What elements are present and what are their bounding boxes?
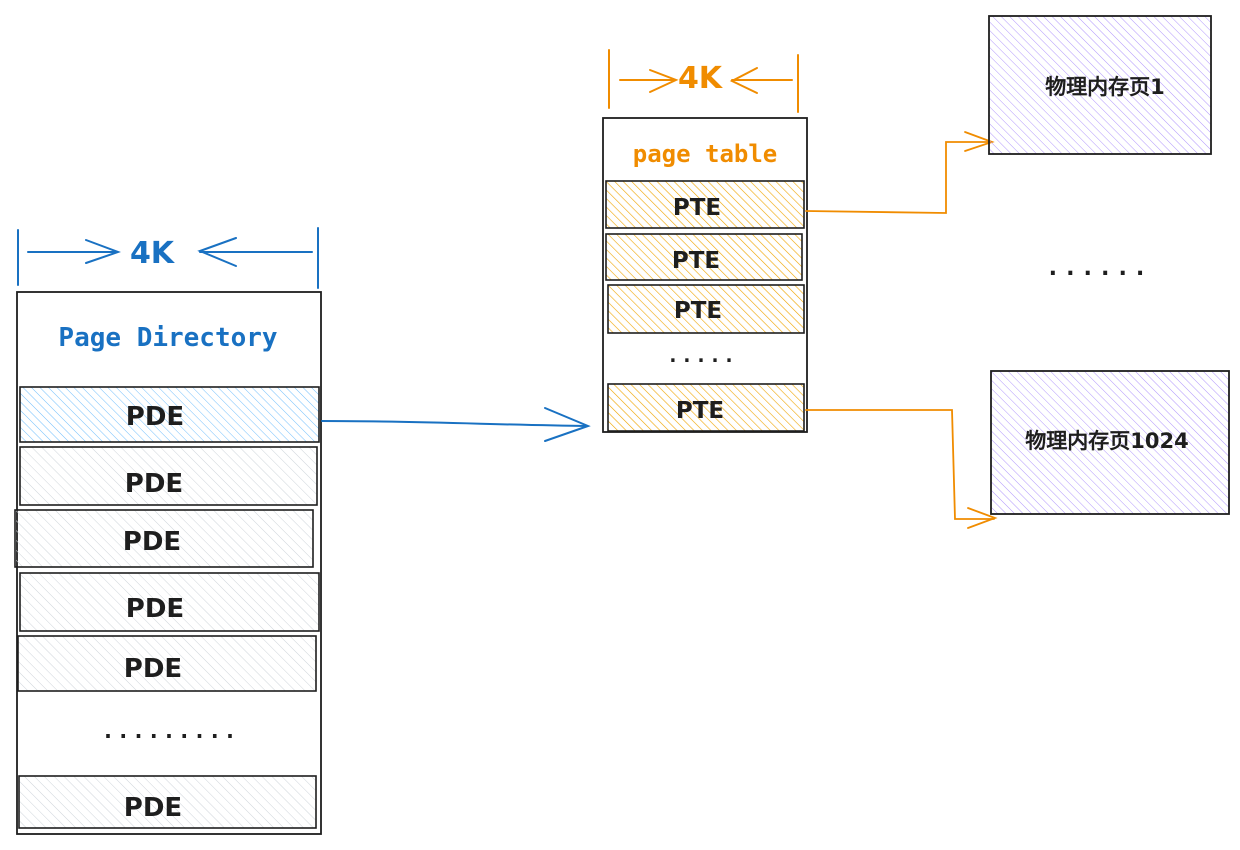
pde-label: PDE <box>126 594 184 624</box>
pd-width-indicator <box>17 227 319 289</box>
pde-entry: PDE <box>14 509 314 568</box>
pde-label: PDE <box>124 793 182 823</box>
pde-row <box>17 635 317 692</box>
pte-row <box>607 284 805 334</box>
pte-entry: PTE <box>607 284 805 334</box>
pde-label: PDE <box>126 402 184 432</box>
physical-page-1024: 物理内存页1024 <box>990 370 1230 515</box>
pte-row <box>605 233 803 281</box>
pte-label: PTE <box>674 298 722 324</box>
pte-label: PTE <box>672 248 720 274</box>
pde-row <box>14 509 314 568</box>
physical-page-box <box>988 15 1212 155</box>
pd-width-label: 4K <box>130 236 176 271</box>
physical-page-label: 物理内存页1024 <box>1025 429 1188 453</box>
pde-entry: PDE <box>19 446 318 506</box>
pte-to-page1024-arrow <box>805 409 998 529</box>
physical-page-box <box>990 370 1230 515</box>
pde-label: PDE <box>124 654 182 684</box>
physical-page-label: 物理内存页1 <box>1045 75 1165 99</box>
pde-entry: PDE <box>19 572 320 632</box>
page-table: 4K page table PTE PTE PTE ..... PTE <box>602 49 808 433</box>
pte-to-page1-arrow <box>805 131 995 214</box>
physical-page-1: 物理内存页1 <box>988 15 1212 155</box>
physical-pages-ellipsis: ...... <box>1046 253 1151 281</box>
pde-row <box>19 572 320 632</box>
pde-row-active <box>19 386 320 443</box>
pte-label: PTE <box>673 195 721 221</box>
pde-entry: PDE <box>19 386 320 443</box>
pde-to-page-table-arrow <box>321 407 591 442</box>
pte-entry: PTE <box>607 383 805 432</box>
pt-ellipsis: ..... <box>667 343 737 367</box>
pd-ellipsis: ......... <box>101 719 238 744</box>
pte-label: PTE <box>676 398 724 424</box>
pde-entry: PDE <box>17 635 317 692</box>
pt-width-indicator <box>608 49 799 113</box>
pd-title: Page Directory <box>58 323 277 353</box>
pt-title: page table <box>633 140 778 168</box>
pde-row <box>19 446 318 506</box>
page-directory: 4K Page Directory PDE PDE PDE PDE PDE ..… <box>14 227 322 835</box>
pde-entry: PDE <box>18 775 317 829</box>
pde-label: PDE <box>125 469 183 499</box>
pte-entry: PTE <box>605 180 805 229</box>
pde-label: PDE <box>123 527 181 557</box>
pde-row <box>18 775 317 829</box>
pt-width-label: 4K <box>678 61 724 96</box>
pte-entry: PTE <box>605 233 803 281</box>
pte-row <box>605 180 805 229</box>
pte-row <box>607 383 805 432</box>
